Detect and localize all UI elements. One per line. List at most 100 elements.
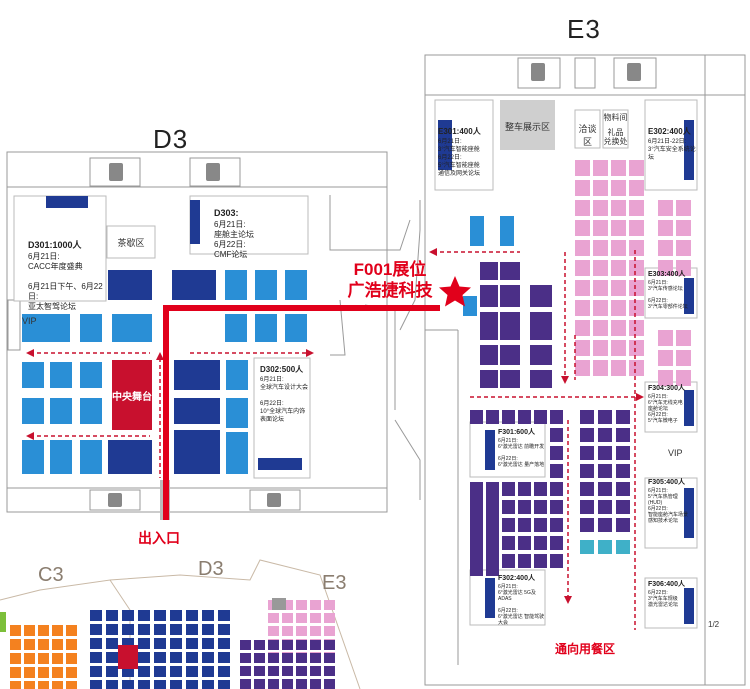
- mini-booth: [10, 667, 21, 678]
- mini-booth: [106, 610, 118, 621]
- booth: [629, 320, 644, 336]
- booth: [676, 260, 691, 276]
- mini-booth: [138, 610, 150, 621]
- booth: [470, 526, 483, 540]
- booth: [486, 410, 499, 424]
- booth: [593, 260, 608, 276]
- room-schedule-line: 激光雷达论坛: [648, 602, 679, 608]
- mini-booth: [218, 680, 230, 689]
- booth: [575, 340, 590, 356]
- star-icon: [439, 276, 471, 307]
- room-schedule-line: 5°汽车微电子: [648, 418, 678, 424]
- material-zone-label: 物料间: [603, 113, 628, 122]
- mini-booth: [138, 624, 150, 635]
- booth: [580, 464, 594, 478]
- booth: [676, 220, 691, 236]
- mini-booth: [186, 610, 198, 621]
- mini-booth: [122, 666, 134, 677]
- mini-booth: [310, 640, 321, 650]
- mini-booth: [296, 626, 307, 636]
- booth: [616, 500, 630, 514]
- booth: [534, 482, 547, 496]
- mini-booth: [202, 666, 214, 677]
- booth: [486, 490, 499, 504]
- room-schedule-line: 6°激光雷达 5G及ADAS: [498, 590, 536, 602]
- route-to-booth: [163, 305, 440, 520]
- vehicle-zone-label: 整车展示区: [504, 122, 550, 132]
- booth: [629, 300, 644, 316]
- mini-booth: [254, 640, 265, 650]
- mini-booth: [10, 639, 21, 650]
- room-schedule-line: (HUD): [648, 500, 663, 506]
- mini-booth: [254, 679, 265, 689]
- mini-booth: [90, 652, 102, 663]
- hall-d3-title: D3: [153, 124, 189, 154]
- booth: [575, 200, 590, 216]
- e3-booths-pink: [575, 160, 691, 386]
- room-schedule-line: 6月21日:: [214, 220, 246, 229]
- booth: [575, 260, 590, 276]
- mini-booth: [24, 625, 35, 636]
- d3-booths-sky: [22, 270, 307, 474]
- booth: [518, 554, 531, 568]
- room-schedule-line: 6月21日:: [498, 584, 518, 590]
- booth: [550, 518, 563, 532]
- room-schedule-line: 6月21日:: [498, 438, 518, 444]
- room-f301: F301:600人 6月21日:6°激光雷达 前瞻开发 6月22日:6°激光雷达…: [498, 429, 548, 468]
- booth: [470, 562, 483, 576]
- mini-booth: [52, 625, 63, 636]
- mini-booth: [268, 613, 279, 623]
- room-schedule-line: 6°汽车无线充电: [648, 400, 683, 406]
- overview-e3-label: E3: [322, 572, 347, 594]
- room-title: D303:: [214, 208, 239, 218]
- booth: [580, 410, 594, 424]
- mini-booth: [254, 653, 265, 663]
- room-schedule-line: 全球汽车设计大会: [260, 385, 309, 391]
- booth: [502, 554, 515, 568]
- booth: [598, 428, 612, 442]
- room-schedule-line: 6月21日:: [260, 377, 284, 383]
- mini-booth: [154, 638, 166, 649]
- mini-booth: [282, 613, 293, 623]
- room-schedule-line: 6月21日:: [648, 280, 668, 286]
- booth: [518, 410, 531, 424]
- booth: [658, 240, 673, 256]
- d3-booths-navy: [108, 270, 220, 474]
- vehicle-display-area: [500, 100, 555, 150]
- booth: [611, 240, 626, 256]
- mini-booth: [296, 640, 307, 650]
- mini-booth: [106, 666, 118, 677]
- booth: [629, 340, 644, 356]
- room-title: E301:400人: [438, 127, 481, 136]
- booth: [658, 370, 673, 386]
- room-schedule-line: 6月21日-22日:: [648, 139, 687, 145]
- room-schedule: 6月21日:全球汽车设计大会 6月22日:10°全球汽车内饰表面论坛: [260, 376, 312, 424]
- room-schedule-line: CMF论坛: [214, 250, 248, 259]
- booth: [616, 428, 630, 442]
- room-d302: D302:500人 6月21日:全球汽车设计大会 6月22日:10°全球汽车内饰…: [260, 366, 312, 424]
- mini-booth: [324, 653, 335, 663]
- room-schedule-line: 通信及网关论坛: [438, 171, 481, 177]
- room-d301: D301:1000人 6月21日:CACC年度盛典 6月21日下午、6月22日:…: [28, 240, 108, 312]
- room-schedule-line: 6°激光雷达 量产落地: [498, 462, 545, 468]
- room-schedule: 6月21日:CACC年度盛典 6月21日下午、6月22日:亚太智驾论坛: [28, 252, 108, 312]
- mini-booth: [186, 652, 198, 663]
- mini-booth: [106, 680, 118, 689]
- booth: [550, 410, 563, 424]
- mini-booth: [90, 638, 102, 649]
- e3-booths-purple: [480, 262, 552, 388]
- booth: [629, 260, 644, 276]
- mini-booth: [324, 613, 335, 623]
- booth: [593, 200, 608, 216]
- mini-booth: [240, 640, 251, 650]
- booth: [486, 544, 499, 558]
- mini-booth: [66, 625, 77, 636]
- mini-booth: [240, 653, 251, 663]
- booth: [534, 518, 547, 532]
- mini-booth: [10, 681, 21, 689]
- booth: [616, 482, 630, 496]
- mini-booth: [10, 653, 21, 664]
